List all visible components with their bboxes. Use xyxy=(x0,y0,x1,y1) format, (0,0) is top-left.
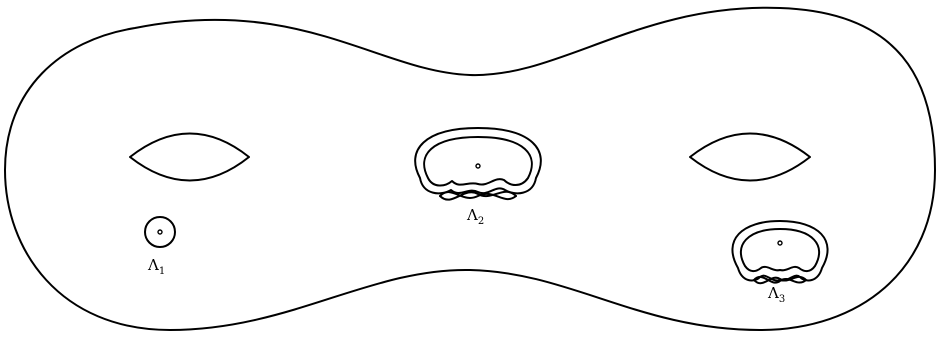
right-knot-inner xyxy=(741,229,819,271)
small-circle-curve xyxy=(145,217,175,247)
right-knot-center-point xyxy=(778,241,782,245)
knot-center-point xyxy=(476,164,480,168)
right-handle-hole xyxy=(690,134,810,181)
circle-center-point xyxy=(158,230,162,234)
knot-inner-curve xyxy=(424,137,532,186)
middle-handle-knot xyxy=(415,128,541,200)
left-handle-hole xyxy=(130,134,249,181)
right-knot xyxy=(732,221,827,283)
circle-outline xyxy=(145,217,175,247)
label-lambda-1: Λ1 xyxy=(147,256,165,277)
label-lambda-2: Λ2 xyxy=(466,206,484,227)
label-lambda-3: Λ3 xyxy=(767,284,785,305)
